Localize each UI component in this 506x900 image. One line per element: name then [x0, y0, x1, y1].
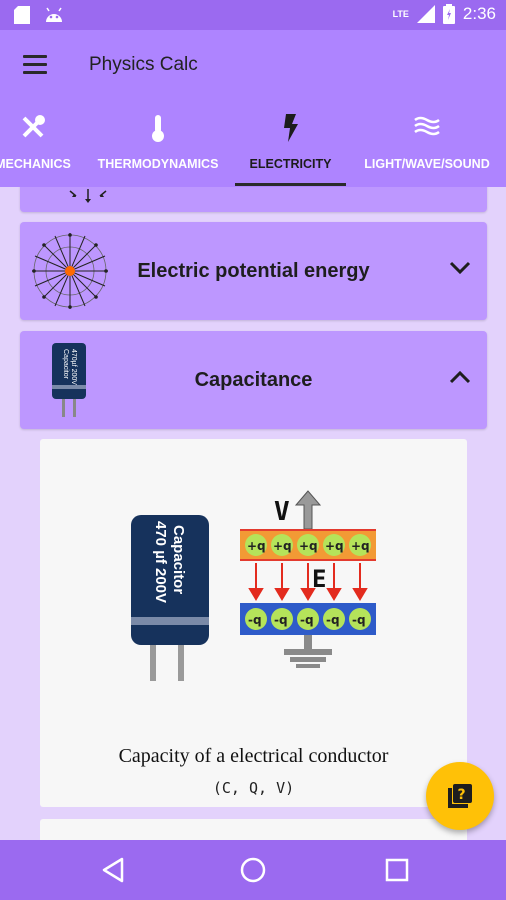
tab-label: LIGHT/WAVE/SOUND [364, 157, 490, 171]
waves-icon [414, 116, 440, 136]
negative-charge: -q [248, 613, 262, 627]
capacitor-thumb-rating: 470µf 200V [70, 349, 77, 385]
chevron-down-icon[interactable] [449, 261, 471, 275]
question-book-icon: ? [448, 784, 472, 808]
tab-label: THERMODYNAMICS [97, 157, 219, 171]
system-nav-bar [0, 840, 506, 900]
capacitor-rating: 470 µf 200V [152, 521, 169, 603]
topic-card-capacitance[interactable]: Capacitor 470µf 200V Capacitance [20, 331, 487, 429]
thermometer-icon [152, 115, 164, 142]
network-type: LTE [392, 9, 409, 19]
topic-variables: (C, Q, V) [212, 779, 295, 797]
tab-electricity[interactable]: ELECTRICITY [235, 108, 346, 187]
menu-button[interactable] [18, 50, 52, 80]
active-tab-indicator [235, 183, 346, 186]
topic-list[interactable]: Electric potential energy Capacitor 470µ… [0, 187, 506, 840]
tab-label: MECHANICS [0, 157, 71, 171]
home-icon[interactable] [238, 855, 268, 885]
capacitance-detail-panel[interactable]: Capacitor 470 µf 200V V +q +q +q +q +q [40, 439, 467, 807]
quiz-button[interactable]: ? [426, 762, 494, 830]
status-bar: LTE 2:36 [0, 0, 506, 30]
tab-label: ELECTRICITY [249, 157, 332, 171]
negative-charge: -q [352, 613, 366, 627]
parallel-plate-diagram: V +q +q +q +q +q E -q -q [240, 490, 376, 668]
capacitor-thumbnail: Capacitor 470µf 200V [52, 343, 86, 417]
back-icon[interactable] [98, 855, 128, 885]
category-tabs: MECHANICS THERMODYNAMICS ELECTRICITY LIG… [0, 108, 506, 187]
field-lines-icon [69, 189, 107, 203]
positive-charge: +q [351, 539, 370, 553]
topic-card-previous[interactable] [20, 187, 487, 212]
field-arrows [248, 563, 368, 601]
hamburger-line [23, 71, 47, 74]
field-label: E [312, 565, 326, 593]
negative-charges: -q -q -q -q -q [245, 608, 371, 630]
tab-mechanics[interactable]: MECHANICS [0, 108, 88, 187]
capacitor-illustration: Capacitor 470 µf 200V [131, 515, 209, 681]
tab-light-wave-sound[interactable]: LIGHT/WAVE/SOUND [356, 108, 498, 187]
voltage-label: V [274, 497, 290, 527]
chevron-up-icon[interactable] [449, 370, 471, 384]
topic-title: Capacitance [194, 369, 313, 391]
topic-description: Capacity of a electrical conductor [118, 745, 389, 767]
positive-charge: +q [247, 539, 266, 553]
positive-charge: +q [325, 539, 344, 553]
positive-charges: +q +q +q +q +q [245, 534, 371, 556]
positive-charge: +q [273, 539, 292, 553]
android-icon [46, 7, 62, 22]
hamburger-icon [23, 55, 47, 58]
app-title: Physics Calc [89, 54, 198, 75]
signal-icon [416, 5, 435, 23]
capacitor-label: Capacitor [170, 525, 187, 594]
lightning-icon [283, 114, 298, 142]
battery-icon [442, 4, 455, 24]
radial-field-icon [32, 233, 108, 309]
app-bar: Physics Calc MECHANICS THERMODYNAMICS EL… [0, 30, 506, 187]
svg-text:?: ? [458, 787, 466, 803]
topic-card-electric-potential-energy[interactable]: Electric potential energy [20, 222, 487, 320]
negative-charge: -q [300, 613, 314, 627]
topic-title: Electric potential energy [137, 260, 370, 282]
positive-charge: +q [299, 539, 318, 553]
tools-icon [22, 115, 45, 138]
capacitor-thumb-label: Capacitor [62, 349, 69, 380]
recents-icon[interactable] [382, 855, 412, 885]
tab-thermodynamics[interactable]: THERMODYNAMICS [92, 108, 224, 187]
negative-charge: -q [326, 613, 340, 627]
clock: 2:36 [462, 4, 496, 23]
next-detail-panel[interactable] [40, 819, 467, 840]
negative-charge: -q [274, 613, 288, 627]
hamburger-line [23, 63, 47, 66]
sd-card-icon [14, 6, 30, 24]
